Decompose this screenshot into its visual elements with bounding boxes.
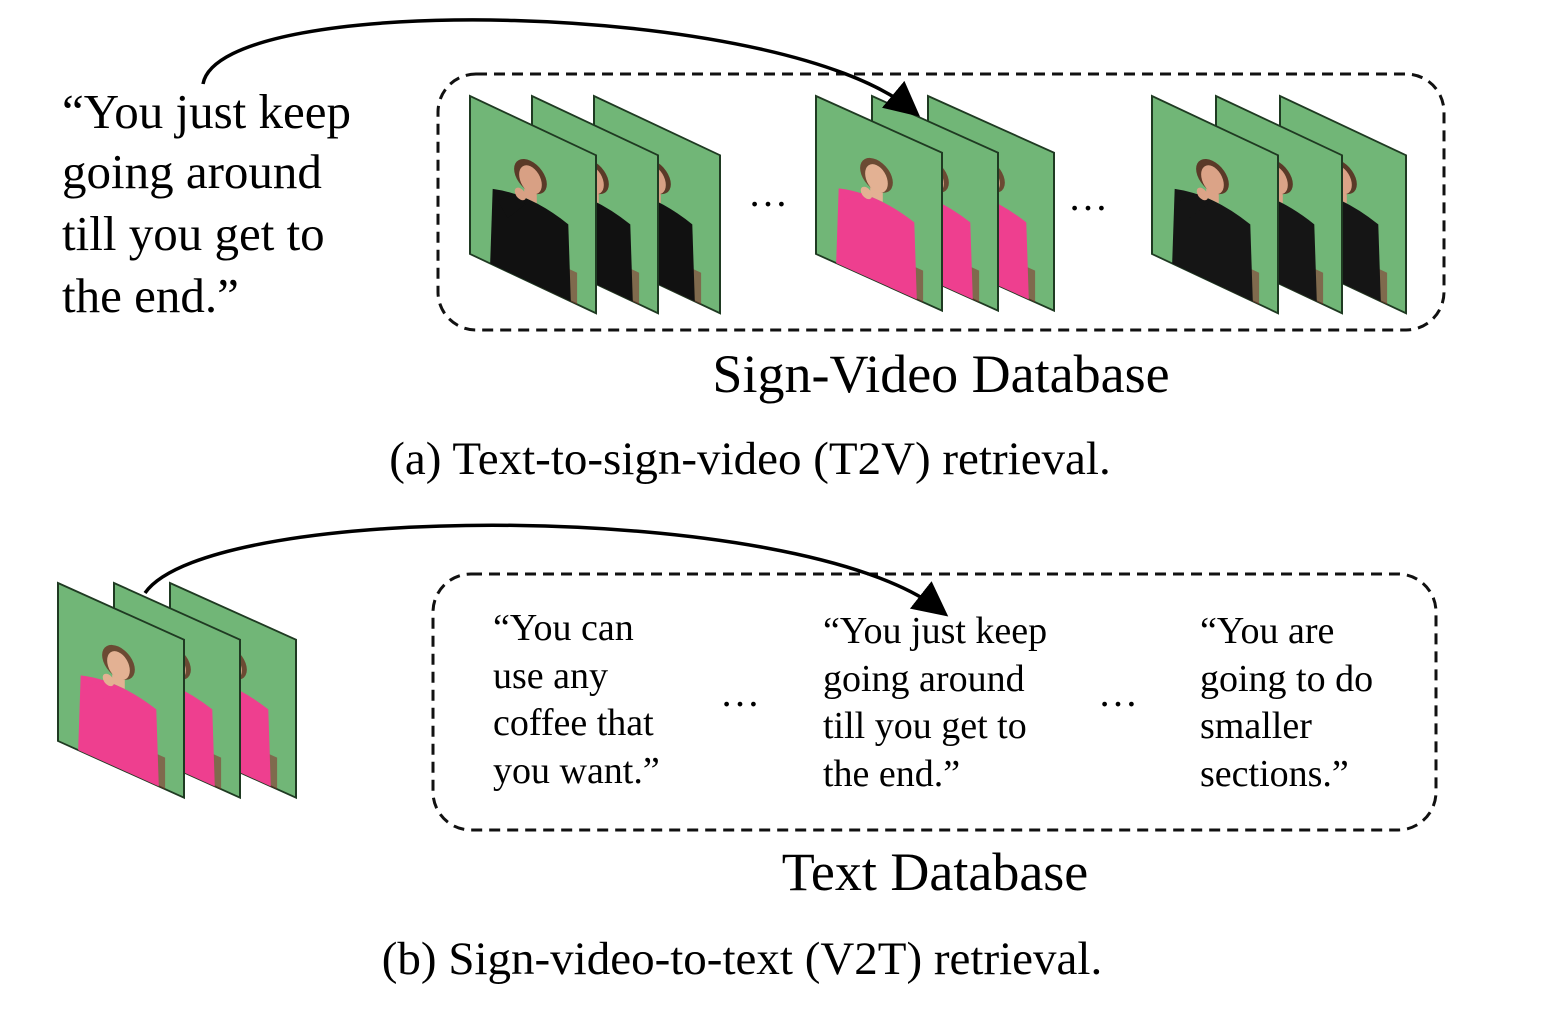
panel-b: “You can use any coffee that you want.” … xyxy=(57,523,1438,985)
database-label: Text Database xyxy=(782,842,1089,902)
person-face xyxy=(107,651,130,680)
video-frame xyxy=(1151,94,1279,315)
panel-caption: (b) Sign-video-to-text (V2T) retrieval. xyxy=(382,933,1102,985)
video-frame xyxy=(815,94,943,313)
candidate-line: going around xyxy=(823,658,1025,700)
video-frame xyxy=(57,581,185,800)
person-torso xyxy=(78,675,159,787)
video-stack xyxy=(1151,94,1407,315)
query-text-line: the end.” xyxy=(62,268,239,323)
person-arm xyxy=(497,192,526,219)
ellipsis: … xyxy=(748,170,788,215)
candidate-line: you want.” xyxy=(493,750,660,792)
candidate-line: “You are xyxy=(1200,610,1334,652)
panel-caption: (a) Text-to-sign-video (T2V) retrieval. xyxy=(389,433,1110,485)
person-hand xyxy=(860,186,873,200)
retrieval-arrow xyxy=(143,523,949,617)
ellipsis: … xyxy=(1098,670,1138,715)
person-hand xyxy=(102,673,115,687)
video-stack xyxy=(815,94,1055,313)
person-torso xyxy=(836,188,917,300)
person-arm xyxy=(843,191,872,218)
candidate-line: “You can xyxy=(493,607,634,649)
candidate-line: till you get to xyxy=(823,705,1027,747)
person-hand xyxy=(514,187,527,201)
person-face xyxy=(1201,165,1224,195)
person-hand xyxy=(1196,187,1209,201)
ellipsis: … xyxy=(1068,174,1108,219)
person-torso xyxy=(490,188,571,302)
candidate-line: coffee that xyxy=(493,702,654,744)
person-torso xyxy=(1172,188,1253,302)
candidate-line: going to do xyxy=(1200,658,1373,700)
person-face xyxy=(865,164,888,193)
text-candidate: “You are going to do smaller sections.” xyxy=(1200,610,1373,795)
person-face xyxy=(519,165,542,195)
person-arm xyxy=(85,678,114,705)
text-candidate: “You can use any coffee that you want.” xyxy=(493,607,660,792)
database-label: Sign-Video Database xyxy=(712,344,1169,404)
query-text-line: going around xyxy=(62,144,322,199)
candidate-line: smaller xyxy=(1200,705,1312,747)
candidate-line: sections.” xyxy=(1200,753,1349,795)
candidate-line: the end.” xyxy=(823,753,960,795)
candidate-line: use any xyxy=(493,655,608,697)
video-stack xyxy=(469,94,721,315)
retrieval-arrow xyxy=(201,18,921,117)
sign-video-database-box xyxy=(436,72,1446,332)
candidate-line: “You just keep xyxy=(823,610,1047,652)
ellipsis: … xyxy=(720,670,760,715)
person-arm xyxy=(1179,192,1208,219)
query-video-stack xyxy=(57,581,297,800)
video-frame xyxy=(469,94,597,315)
query-text-line: “You just keep xyxy=(62,84,351,139)
panel-a: “You just keep going around till you get… xyxy=(62,18,1446,485)
text-candidate: “You just keep going around till you get… xyxy=(823,610,1047,795)
query-text-line: till you get to xyxy=(62,206,325,261)
